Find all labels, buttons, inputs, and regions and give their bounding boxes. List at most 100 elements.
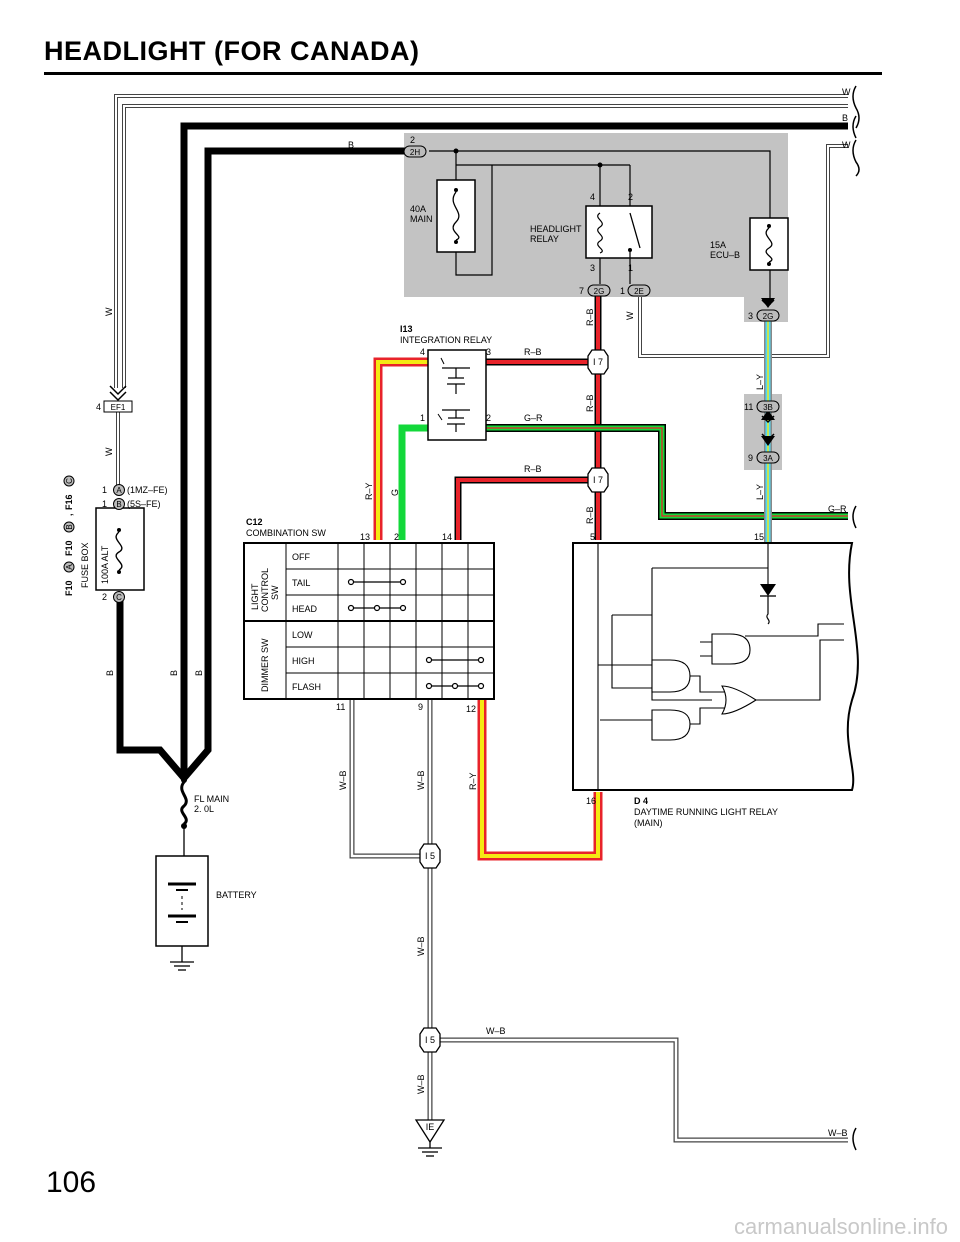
svg-text:3A: 3A <box>763 454 773 463</box>
rb-label-mid: R–B <box>585 394 595 412</box>
battery-symbol <box>155 855 209 971</box>
fuse-pin-b-note: (5S–FE) <box>127 499 161 509</box>
g-wire-2 <box>398 424 428 540</box>
page-title: HEADLIGHT (FOR CANADA) <box>44 36 420 66</box>
badge-ie: IE <box>426 1122 435 1132</box>
pin-2e: 1 <box>620 286 625 296</box>
right-b-top: B <box>842 113 848 123</box>
drl-pin16: 16 <box>586 796 596 806</box>
svg-text:F10: F10 <box>64 580 74 596</box>
relay-pin1: 1 <box>628 263 633 273</box>
badge-c: C <box>113 591 125 603</box>
combination-switch-box <box>243 542 495 700</box>
fuse-box-ids: F10 A F10 B , F16 C <box>63 475 75 596</box>
svg-text:3B: 3B <box>763 403 773 412</box>
ir-pin2: 2 <box>486 413 491 423</box>
connector-arrowheads <box>761 298 775 446</box>
i7-connector-bottom: I 7 <box>587 467 609 493</box>
ry-label-12: R–Y <box>468 772 478 790</box>
rb-label-i7a: R–B <box>524 347 542 357</box>
rb-label-i7b: R–B <box>524 464 542 474</box>
watermark: carmanualsonline.info <box>733 1214 948 1239</box>
fuse-pin-b: 1 <box>102 499 107 509</box>
right-w-2: W <box>842 140 851 150</box>
pin-2g-right: 3 <box>748 311 753 321</box>
row-off: OFF <box>292 552 310 562</box>
wb-wires <box>349 700 848 1143</box>
ry-label-13: R–Y <box>364 482 374 500</box>
i5-connector-bottom: I 5 <box>419 1027 441 1053</box>
svg-text:F16: F16 <box>64 494 74 510</box>
svg-text:EF1: EF1 <box>111 403 126 412</box>
svg-text:A: A <box>65 564 74 570</box>
pin-3a: 9 <box>748 453 753 463</box>
drl-id: D 4 <box>634 796 648 806</box>
ecu-fuse-box <box>749 217 789 271</box>
fl-main-size: 2. 0L <box>194 804 214 814</box>
ir-pin1: 1 <box>420 413 425 423</box>
row-high: HIGH <box>292 656 315 666</box>
fuse-box-name: FUSE BOX <box>80 542 90 588</box>
rb-wire <box>454 290 602 540</box>
rb-label-2g: R–B <box>585 308 595 326</box>
ry-wire-12 <box>477 700 603 861</box>
combination-sw-name: COMBINATION SW <box>246 528 326 538</box>
i5-label-top: I 5 <box>425 851 435 861</box>
row-flash: FLASH <box>292 682 321 692</box>
badge-3a: 3A <box>756 451 780 464</box>
ecu-fuse-name: ECU–B <box>710 250 740 260</box>
pin-3b: 11 <box>744 402 753 412</box>
b-label-3: B <box>194 670 204 676</box>
row-tail: TAIL <box>292 578 310 588</box>
gr-label-relay: G–R <box>524 413 543 423</box>
right-w-top: W <box>842 87 851 97</box>
connector-2h-pin: 2 <box>410 135 415 145</box>
svg-text:C: C <box>65 478 74 484</box>
relay-pin3: 3 <box>590 263 595 273</box>
ly-label-lower: L–Y <box>755 484 765 500</box>
fl-main-name: FL MAIN <box>194 794 229 804</box>
light-group-1: LIGHT <box>250 583 260 610</box>
alt-fuse-box <box>95 507 145 591</box>
badge-b: B <box>113 498 125 510</box>
wb-label-i5: W–B <box>416 936 426 956</box>
integration-relay-id: I13 <box>400 324 413 334</box>
headlight-relay-box <box>585 205 653 259</box>
badge-2g-left: 2G <box>587 284 611 297</box>
light-group-2: CONTROL <box>260 568 270 612</box>
ry-wire-13 <box>373 357 428 540</box>
wb-label-11: W–B <box>338 770 348 790</box>
svg-text:,: , <box>64 513 74 516</box>
pin-2g-left: 7 <box>579 286 584 296</box>
svg-text:F10: F10 <box>64 540 74 556</box>
headlight-relay-name: HEADLIGHT <box>530 224 582 234</box>
relay-pin4: 4 <box>590 192 595 202</box>
drl-name2: (MAIN) <box>634 818 663 828</box>
ef1-pin: 4 <box>96 402 101 412</box>
svg-text:2H: 2H <box>410 148 420 157</box>
integration-relay-name: INTEGRATION RELAY <box>400 335 492 345</box>
fuse-pin-a: 1 <box>102 485 107 495</box>
badge-ef1: EF1 <box>103 400 133 413</box>
svg-text:B: B <box>65 524 74 529</box>
gr-wire <box>486 424 848 520</box>
csw-pin-12: 12 <box>466 704 476 714</box>
ir-pin4: 4 <box>420 347 425 357</box>
badge-a: A <box>113 484 125 496</box>
ecu-fuse-rating: 15A <box>710 240 726 250</box>
w-label-ef1: W <box>104 447 114 456</box>
csw-pin-2: 2 <box>394 532 399 542</box>
drl-relay-box <box>572 542 859 791</box>
light-group-3: SW <box>270 585 280 600</box>
drl-pin5: 5 <box>590 532 595 542</box>
ir-pin3: 3 <box>486 347 491 357</box>
i7-connector-top: I 7 <box>587 349 609 375</box>
svg-text:B: B <box>116 500 121 509</box>
svg-text:C: C <box>116 593 122 602</box>
svg-text:A: A <box>116 486 122 495</box>
battery-name: BATTERY <box>216 890 257 900</box>
fuse-pin-a-note: (1MZ–FE) <box>127 485 168 495</box>
w-label-left: W <box>104 307 114 316</box>
svg-text:2G: 2G <box>763 312 774 321</box>
ie-ground-symbol <box>414 1119 446 1157</box>
